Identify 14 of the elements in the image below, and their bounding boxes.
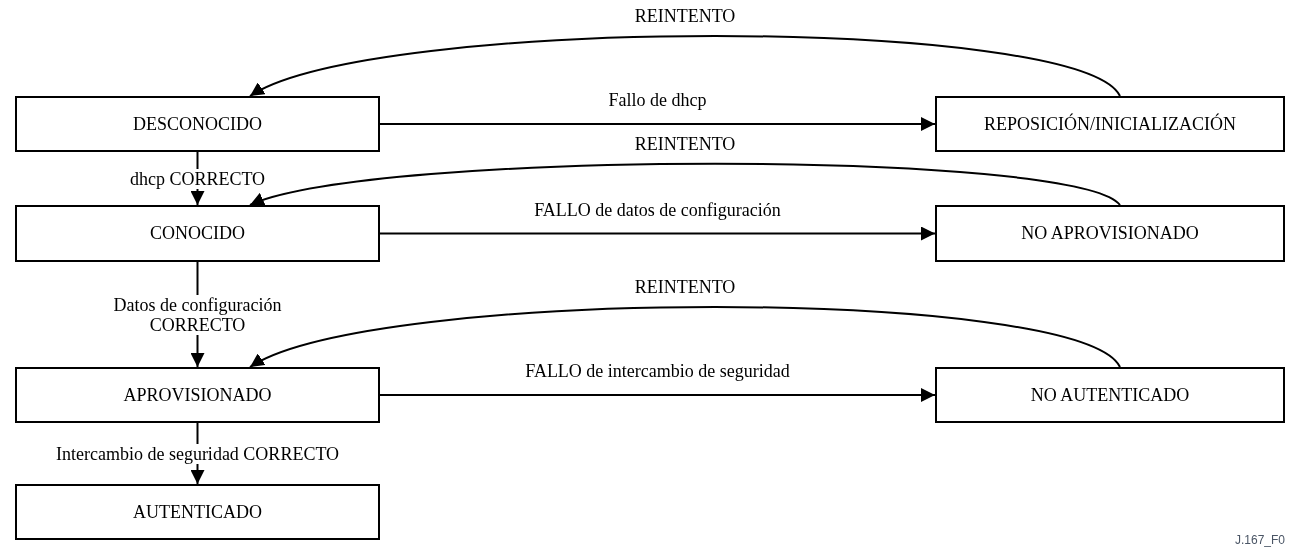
arrow xyxy=(249,306,1121,368)
state-box: REPOSICIÓN/INICIALIZACIÓN xyxy=(935,96,1285,152)
arrow xyxy=(249,162,1121,208)
state-box: NO AUTENTICADO xyxy=(935,367,1285,423)
state-box: DESCONOCIDO xyxy=(15,96,380,152)
state-box: CONOCIDO xyxy=(15,205,380,262)
arrow xyxy=(379,117,936,131)
figure-id: J.167_F0 xyxy=(1234,532,1285,549)
state-box: AUTENTICADO xyxy=(15,484,380,540)
arrow xyxy=(379,388,936,402)
state-box: APROVISIONADO xyxy=(15,367,380,423)
arrow xyxy=(249,35,1121,97)
arrow xyxy=(379,226,936,241)
state-box: NO APROVISIONADO xyxy=(935,205,1285,262)
